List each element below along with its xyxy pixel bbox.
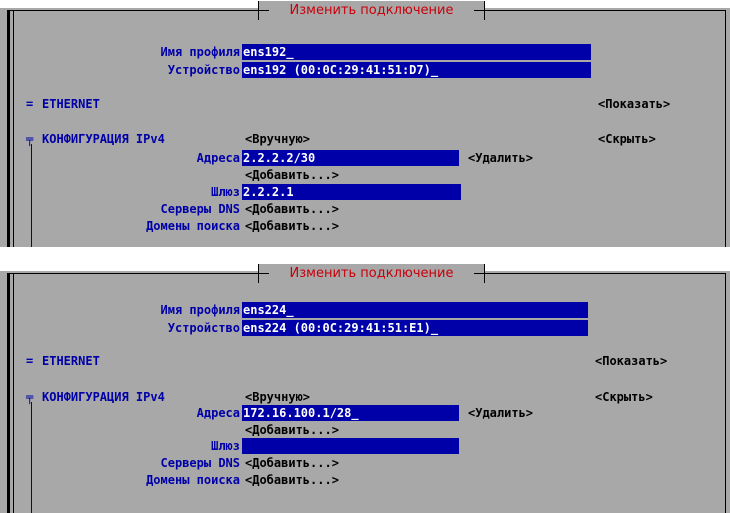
add-address-button[interactable]: <Добавить...> (245, 168, 339, 182)
profile-name-label: Имя профиля (160, 45, 240, 59)
address-label: Адреса (196, 151, 240, 165)
address-label: Адреса (196, 406, 240, 420)
gateway-label: Шлюз (211, 439, 240, 453)
ethernet-section-label: ETHERNET (42, 354, 100, 368)
ipv4-section-label: КОНФИГУРАЦИЯ IPv4 (42, 132, 165, 146)
ethernet-show-button[interactable]: <Показать> (598, 97, 671, 111)
edit-connection-panel-1: Изменить подключение Имя профиля ens192_… (0, 0, 730, 247)
ethernet-marker: = (26, 354, 34, 368)
profile-name-input[interactable]: ens192_ (242, 44, 591, 60)
window-title: Изменить подключение (258, 264, 485, 283)
ipv4-section-label: КОНФИГУРАЦИЯ IPv4 (42, 390, 165, 404)
profile-name-label: Имя профиля (160, 303, 240, 317)
ethernet-show-button[interactable]: <Показать> (595, 354, 668, 368)
add-dns-button[interactable]: <Добавить...> (245, 202, 339, 216)
search-domains-label: Домены поиска (146, 473, 240, 487)
add-address-button[interactable]: <Добавить...> (245, 423, 339, 437)
gateway-input[interactable]: 2.2.2.1 (242, 184, 461, 200)
ethernet-section-label: ETHERNET (42, 97, 100, 111)
add-dns-button[interactable]: <Добавить...> (245, 456, 339, 470)
ipv4-hide-button[interactable]: <Скрыть> (598, 132, 656, 146)
add-search-domain-button[interactable]: <Добавить...> (245, 473, 339, 487)
delete-address-button[interactable]: <Удалить> (468, 406, 534, 420)
address-input[interactable]: 2.2.2.2/30 (242, 150, 459, 166)
gateway-input[interactable] (242, 438, 459, 454)
ipv4-tree-line (31, 144, 32, 247)
gateway-label: Шлюз (211, 185, 240, 199)
delete-address-button[interactable]: <Удалить> (468, 151, 534, 165)
ipv4-marker: ╤ (26, 132, 34, 146)
edit-connection-panel-2: Изменить подключение Имя профиля ens224_… (0, 263, 730, 513)
dns-servers-label: Серверы DNS (160, 456, 240, 470)
ipv4-hide-button[interactable]: <Скрыть> (595, 390, 653, 404)
ipv4-mode-select[interactable]: <Вручную> (245, 132, 311, 146)
window-title: Изменить подключение (258, 1, 485, 20)
address-input[interactable]: 172.16.100.1/28_ (242, 405, 459, 421)
profile-name-input[interactable]: ens224_ (242, 302, 588, 318)
add-search-domain-button[interactable]: <Добавить...> (245, 219, 339, 233)
device-input[interactable]: ens192 (00:0C:29:41:51:D7)_ (242, 62, 591, 78)
device-label: Устройство (167, 321, 240, 335)
device-label: Устройство (167, 63, 240, 77)
device-input[interactable]: ens224 (00:0C:29:41:51:E1)_ (242, 320, 588, 336)
dns-servers-label: Серверы DNS (160, 202, 240, 216)
search-domains-label: Домены поиска (146, 219, 240, 233)
ipv4-marker: ╤ (26, 390, 34, 404)
ipv4-mode-select[interactable]: <Вручную> (245, 390, 311, 404)
ethernet-marker: = (26, 97, 34, 111)
ipv4-tree-line (31, 402, 32, 513)
